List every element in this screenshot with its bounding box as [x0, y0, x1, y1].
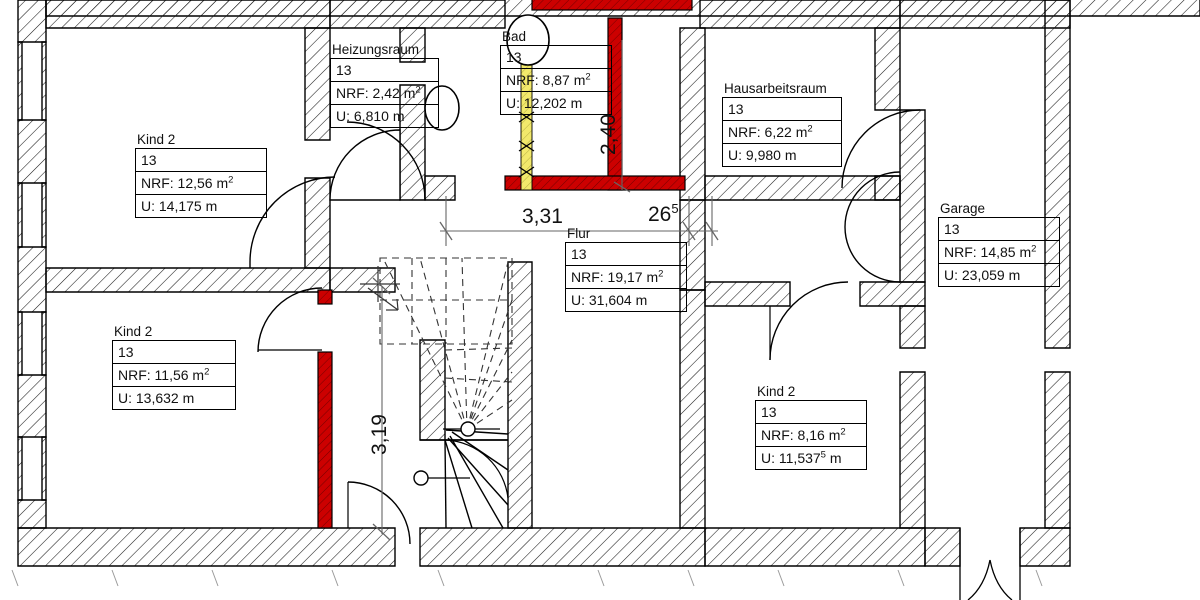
room-name: Bad [502, 29, 527, 44]
room-info-box: 13 NRF: 8,87 m2 U: 12,202 m [500, 45, 612, 115]
room-label-kind2-lower-left: Kind 2 13 NRF: 11,56 m2 U: 13,632 m [112, 325, 236, 410]
walls-existing-hatched [17, 0, 1200, 567]
red-wall-lower-left [317, 351, 333, 529]
room-label-heizungsraum: Heizungsraum 13 NRF: 2,42 m2 U: 6,810 m [330, 43, 439, 128]
room-number: 13 [141, 151, 157, 168]
room-nrf: NRF: 2,42 m2 [331, 81, 438, 104]
room-info-box: 13 NRF: 8,16 m2 U: 11,5375 m [755, 400, 867, 470]
room-info-box: 13 NRF: 2,42 m2 U: 6,810 m [330, 58, 439, 128]
door-garage-side [844, 171, 901, 283]
stair-up-marker [460, 421, 476, 437]
room-label-hausarbeitsraum: Hausarbeitsraum 13 NRF: 6,22 m2 U: 9,980… [722, 82, 842, 167]
room-nrf: NRF: 14,85 m2 [939, 240, 1059, 263]
garage-door-symbol [959, 528, 1021, 600]
room-nrf: NRF: 6,22 m2 [723, 120, 841, 143]
door-hausarbeitsraum [841, 109, 921, 189]
room-info-box: 13 NRF: 19,17 m2 U: 31,604 m [565, 242, 687, 312]
dimension-2-40: 2,40 [597, 114, 620, 155]
room-name: Garage [940, 201, 986, 216]
dimension-3-31: 3,31 [522, 205, 563, 228]
dimension-26-5: 265 [648, 201, 679, 226]
door-kind2-upper-left [249, 176, 336, 263]
room-label-kind2-upper-left: Kind 2 13 NRF: 12,56 m2 U: 14,175 m [135, 133, 267, 218]
room-name: Kind 2 [757, 384, 796, 399]
red-wall-bad-top [531, 0, 693, 11]
door-bad [346, 121, 426, 201]
room-u: U: 13,632 m [113, 386, 235, 409]
room-name: Flur [567, 226, 591, 241]
washbasin-icon [506, 14, 550, 66]
red-stub-upper [317, 289, 333, 305]
room-number: 13 [944, 220, 960, 237]
door-kind2-lower-left [257, 287, 323, 353]
room-nrf: NRF: 8,16 m2 [756, 423, 866, 446]
room-name: Heizungsraum [332, 42, 420, 57]
room-number: 13 [571, 245, 587, 262]
room-number: 13 [118, 343, 134, 360]
room-label-garage: Garage 13 NRF: 14,85 m2 U: 23,059 m [938, 202, 1060, 287]
door-heizungsraum [329, 129, 401, 201]
room-info-box: 13 NRF: 6,22 m2 U: 9,980 m [722, 97, 842, 167]
room-label-flur: Flur 13 NRF: 19,17 m2 U: 31,604 m [565, 227, 687, 312]
room-u: U: 14,175 m [136, 194, 266, 217]
dimension-lines [11, 40, 1043, 587]
room-number: 13 [506, 48, 522, 65]
staircase [360, 257, 513, 529]
room-nrf: NRF: 19,17 m2 [566, 265, 686, 288]
room-number: 13 [728, 100, 744, 117]
door-right-room [769, 281, 849, 361]
fixture-symbols [424, 14, 550, 131]
room-name: Kind 2 [137, 132, 176, 147]
room-nrf: NRF: 12,56 m2 [136, 171, 266, 194]
room-name: Hausarbeitsraum [724, 81, 827, 96]
room-u: U: 9,980 m [723, 143, 841, 166]
wc-icon [424, 85, 460, 131]
room-u: U: 11,5375 m [756, 446, 866, 469]
room-number: 13 [761, 403, 777, 420]
room-info-box: 13 NRF: 12,56 m2 U: 14,175 m [135, 148, 267, 218]
stair-down-marker [413, 470, 429, 486]
room-nrf: NRF: 11,56 m2 [113, 363, 235, 386]
room-label-bad: Bad 13 NRF: 8,87 m2 U: 12,202 m [500, 30, 612, 115]
room-u: U: 31,604 m [566, 288, 686, 311]
red-wall-bad-bottom [504, 175, 686, 191]
room-name: Kind 2 [114, 324, 153, 339]
door-stair-hall [347, 481, 411, 545]
room-label-kind2-lower-right: Kind 2 13 NRF: 8,16 m2 U: 11,5375 m [755, 385, 867, 470]
room-u: U: 12,202 m [501, 91, 611, 114]
room-info-box: 13 NRF: 11,56 m2 U: 13,632 m [112, 340, 236, 410]
room-info-box: 13 NRF: 14,85 m2 U: 23,059 m [938, 217, 1060, 287]
dimension-3-19: 3,19 [368, 414, 391, 455]
room-u: U: 6,810 m [331, 104, 438, 127]
room-number: 13 [336, 61, 352, 78]
room-nrf: NRF: 8,87 m2 [501, 68, 611, 91]
room-u: U: 23,059 m [939, 263, 1059, 286]
door-swings [249, 109, 921, 545]
